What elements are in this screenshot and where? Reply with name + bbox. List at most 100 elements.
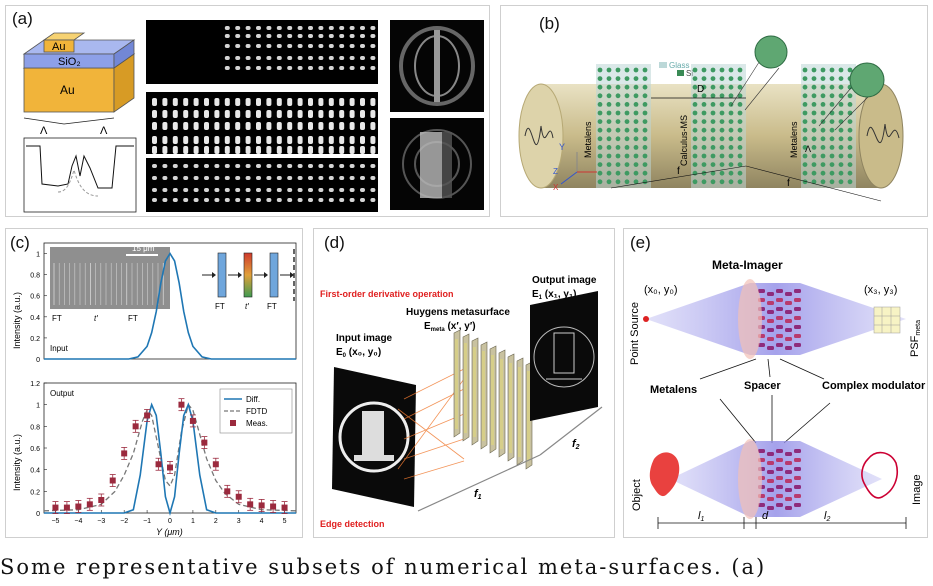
field-dot — [276, 122, 282, 130]
si-pillar — [728, 119, 734, 124]
field-dot — [318, 188, 324, 192]
output-eq: E1 (x₁, y₁) — [532, 289, 576, 301]
si-pillar — [633, 76, 639, 81]
si-pillar — [701, 76, 707, 81]
si-pillar — [615, 127, 621, 133]
si-pillar — [737, 102, 743, 107]
label-f1: f — [677, 166, 680, 177]
panel-c-label: (c) — [10, 233, 30, 252]
meta-pillar — [776, 476, 783, 480]
field-dot — [224, 26, 230, 30]
field-dot — [245, 26, 251, 30]
field-dot — [276, 146, 282, 154]
si-pillar — [606, 84, 612, 90]
si-pillar — [633, 110, 639, 116]
layer-stack: Au SiO₂ Au Λ Λ — [22, 32, 136, 137]
field-dot — [183, 188, 189, 192]
field-dot — [276, 56, 282, 60]
meta-pillar — [794, 476, 801, 480]
xtick-label: 0 — [168, 518, 172, 525]
field-dot — [297, 164, 303, 168]
si-pillar — [811, 145, 817, 150]
field-dot — [297, 34, 303, 38]
field-dot — [297, 122, 303, 130]
field-dot — [266, 66, 272, 70]
si-pillar — [597, 67, 603, 73]
si-pillar — [606, 153, 612, 159]
field-dot — [370, 110, 376, 118]
label-D: D — [697, 84, 704, 95]
field-dot — [339, 98, 345, 106]
si-pillar — [802, 119, 808, 124]
field-dot — [214, 136, 220, 144]
field-dot — [370, 176, 376, 180]
field-dot — [266, 34, 272, 38]
field-dot — [370, 136, 376, 144]
meta-pillar — [776, 289, 783, 293]
meta-pillar — [785, 470, 792, 474]
field-dot — [235, 110, 241, 118]
output-title: Output image — [532, 275, 597, 286]
scalebar-label: 15 μm — [132, 244, 155, 253]
si-pillar — [820, 145, 826, 150]
panel-a-figure: Au SiO₂ Au Λ Λ — [22, 20, 484, 213]
field-dot — [214, 188, 220, 192]
si-pillar — [606, 76, 612, 81]
field-dot — [349, 26, 355, 30]
meta-pillar — [794, 467, 801, 471]
si-pillar — [820, 127, 826, 133]
field-dot — [360, 56, 365, 60]
si-pillar — [728, 179, 734, 185]
si-pillar — [820, 67, 826, 73]
field-dot — [276, 176, 282, 180]
field-dot — [287, 110, 293, 118]
si-pillar — [820, 179, 826, 185]
meas-point — [212, 461, 219, 468]
si-pillar — [838, 136, 844, 142]
si-pillar — [811, 136, 817, 142]
field-dot — [287, 122, 293, 130]
field-dot — [204, 98, 209, 106]
si-pillar — [829, 119, 835, 124]
ytick-label-bottom: 1 — [36, 403, 40, 410]
field-dot — [235, 164, 241, 168]
field-dot — [308, 188, 313, 192]
si-pillar — [701, 179, 707, 185]
field-dot — [256, 188, 261, 192]
meta-pillar — [758, 343, 765, 347]
field-dot — [308, 26, 313, 30]
meta-pillar — [767, 479, 774, 483]
field-dot — [214, 110, 220, 118]
si-pillar — [719, 67, 725, 73]
meta-pillar — [758, 503, 765, 507]
si-pillar — [642, 153, 648, 159]
si-pillar — [728, 162, 734, 168]
field-dot — [224, 164, 230, 168]
si-pillar — [829, 102, 835, 107]
si-pillar — [811, 170, 817, 176]
field-dot — [287, 26, 293, 30]
si-pillar — [737, 179, 743, 185]
meta-pillar — [785, 301, 792, 305]
field-dot — [214, 98, 220, 106]
dest-coord: (x₃, y₃) — [864, 284, 897, 296]
top-metalens-pillars — [758, 289, 801, 350]
si-pillar — [633, 67, 639, 73]
field-dot — [256, 56, 261, 60]
field-dot — [318, 26, 324, 30]
si-pillar — [624, 102, 630, 107]
field-dot — [360, 176, 365, 180]
si-pillar — [710, 170, 716, 176]
si-pillar — [701, 153, 707, 159]
field-dot — [308, 176, 313, 180]
si-pillar — [642, 93, 648, 99]
field-dot — [204, 110, 209, 118]
field-dot — [224, 66, 230, 70]
ytick-label-bottom: 0 — [36, 511, 40, 518]
meta-pillar — [794, 449, 801, 453]
meta-pillar — [776, 298, 783, 302]
legend-glass: Glass — [669, 61, 689, 70]
si-pillar — [710, 102, 716, 107]
si-pillar — [692, 67, 698, 73]
metalens-label: Metalens — [650, 384, 697, 396]
